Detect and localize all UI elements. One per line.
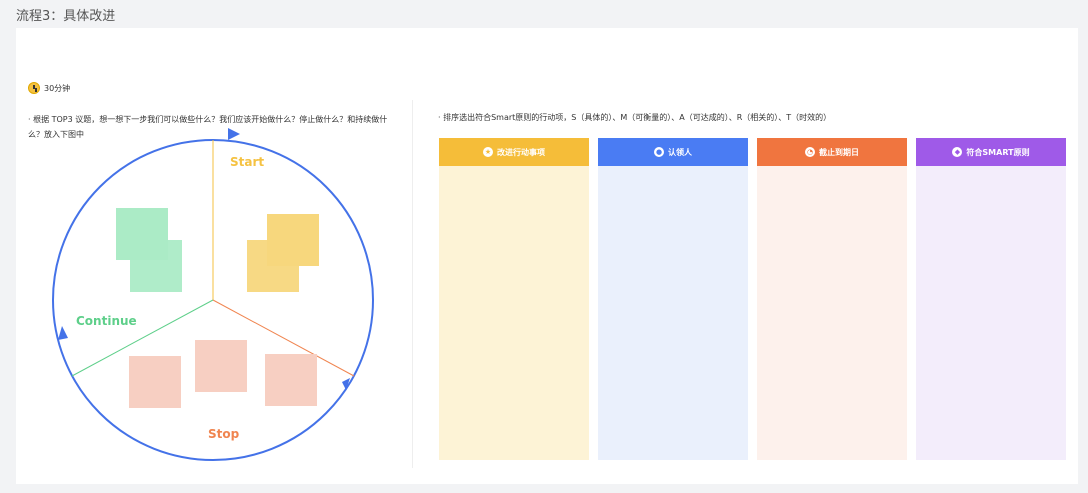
divider-line-continue <box>71 299 214 377</box>
column-body[interactable] <box>598 166 748 460</box>
column-action-items[interactable]: ★ 改进行动事项 <box>439 138 589 460</box>
star-icon: ★ <box>483 147 493 157</box>
page-title: 流程3：具体改进 <box>16 9 116 24</box>
timer: 30分钟 <box>28 82 70 94</box>
sticky-note-pink <box>195 340 247 392</box>
person-icon: ● <box>654 147 664 157</box>
column-title: 认领人 <box>668 147 692 157</box>
sticky-note-green <box>130 240 182 292</box>
label-continue: Continue <box>76 314 137 328</box>
timer-icon <box>28 82 40 94</box>
divider-line-stop <box>212 299 355 377</box>
diamond-icon: ◆ <box>952 147 963 157</box>
column-body[interactable] <box>439 166 589 460</box>
sticky-note-pink <box>265 354 317 406</box>
column-smart[interactable]: ◆ 符合SMART原则 <box>916 138 1066 460</box>
sticky-note-pink <box>129 356 181 408</box>
label-start: Start <box>230 155 264 169</box>
column-due-date[interactable]: ◔ 截止到期日 <box>757 138 907 460</box>
left-instruction: · 根据 TOP3 议题，想一想下一步我们可以做些什么？我们应该开始做什么？停止… <box>28 115 388 139</box>
column-header: ● 认领人 <box>598 138 748 166</box>
label-stop: Stop <box>208 427 240 441</box>
arrow-head-top <box>228 128 240 140</box>
timer-label: 30分钟 <box>44 83 71 93</box>
sticky-note-yellow <box>247 240 299 292</box>
column-body[interactable] <box>757 166 907 460</box>
arrow-head-right <box>342 378 350 390</box>
column-title: 截止到期日 <box>819 147 859 157</box>
column-title: 符合SMART原则 <box>966 147 1030 157</box>
right-instruction: · 排序选出符合Smart原则的行动项，S（具体的）、M（可衡量的）、A（可达成… <box>438 113 832 122</box>
column-owner[interactable]: ● 认领人 <box>598 138 748 460</box>
divider <box>412 100 413 468</box>
column-header: ◔ 截止到期日 <box>757 138 907 166</box>
arrow-head-left <box>58 326 68 340</box>
column-header: ★ 改进行动事项 <box>439 138 589 166</box>
column-title: 改进行动事项 <box>497 147 545 157</box>
board-canvas[interactable]: 30分钟 · 根据 TOP3 议题，想一想下一步我们可以做些什么？我们应该开始做… <box>16 28 1078 484</box>
column-header: ◆ 符合SMART原则 <box>916 138 1066 166</box>
start-stop-continue-diagram: Start Continue Stop <box>52 128 374 461</box>
clock-icon: ◔ <box>805 147 815 157</box>
column-body[interactable] <box>916 166 1066 460</box>
